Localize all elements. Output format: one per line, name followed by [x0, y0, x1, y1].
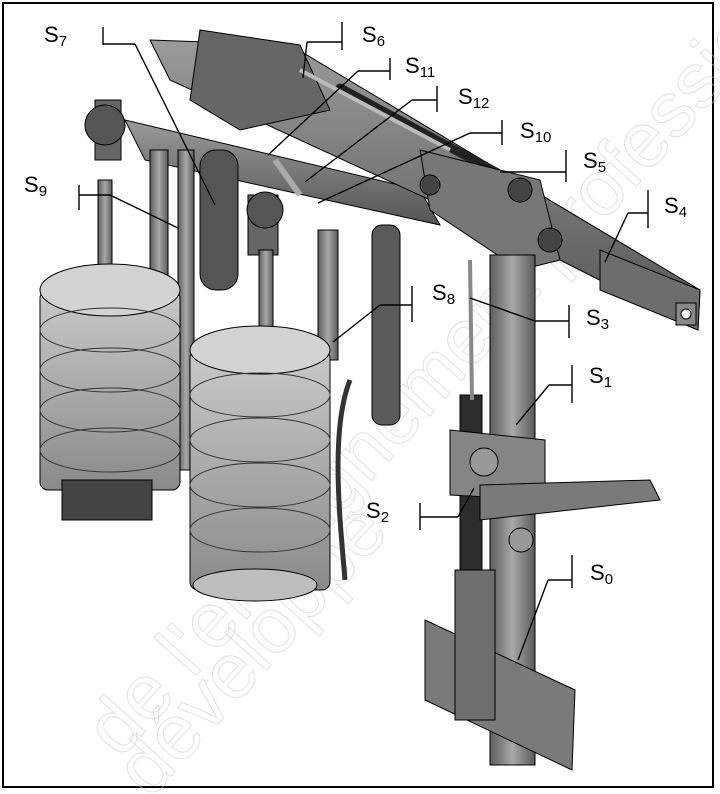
left-disc-stack	[39, 99, 181, 521]
label-s8: S8	[432, 280, 455, 308]
label-s9: S9	[24, 172, 47, 200]
right-disc-stack	[189, 191, 353, 602]
label-s5: S5	[583, 148, 606, 176]
label-s12: S12	[458, 84, 489, 112]
leader-lines	[78, 22, 649, 661]
label-s2: S2	[366, 498, 389, 526]
label-s7: S7	[44, 22, 67, 50]
label-s11: S11	[405, 53, 435, 81]
label-s3: S3	[586, 305, 609, 333]
label-s1: S1	[589, 363, 612, 391]
label-s0: S0	[590, 560, 613, 588]
label-s6: S6	[362, 22, 385, 50]
label-s4: S4	[664, 193, 687, 221]
part-labels: S7 S6 S11 S12 S10 S5 S4 S9 S8 S3 S1 S2 S…	[24, 22, 687, 588]
front-post	[424, 254, 661, 771]
hydraulic-cylinders	[272, 68, 563, 271]
label-s10: S10	[520, 118, 551, 146]
